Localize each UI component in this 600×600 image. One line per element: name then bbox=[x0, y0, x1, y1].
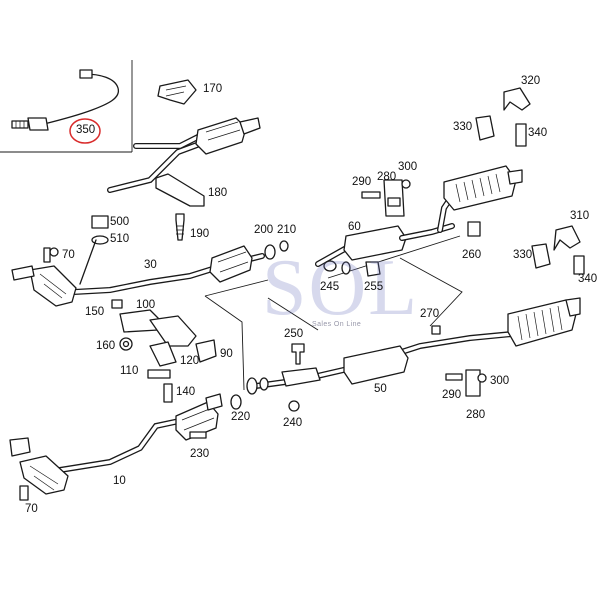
hanger-upper-320 bbox=[475, 87, 531, 147]
watermark-tagline: Sales On Line bbox=[312, 321, 362, 328]
callout-10: 10 bbox=[113, 475, 126, 487]
callout-510: 510 bbox=[110, 233, 130, 245]
callout-270: 270 bbox=[420, 308, 440, 320]
callout-200: 200 bbox=[254, 224, 274, 236]
mount-500-510 bbox=[91, 215, 109, 245]
callout-100: 100 bbox=[136, 299, 156, 311]
callout-220: 220 bbox=[231, 411, 251, 423]
callout-280-upper: 280 bbox=[377, 171, 397, 183]
highlight-ring-350 bbox=[69, 118, 101, 144]
flange-220-240-250 bbox=[230, 343, 305, 412]
callout-110: 110 bbox=[120, 365, 139, 377]
callout-250: 250 bbox=[284, 328, 304, 340]
clamp-200-210 bbox=[264, 240, 289, 260]
callout-290-upper: 290 bbox=[352, 176, 372, 188]
bracket-180 bbox=[155, 173, 205, 207]
callout-330-upper: 330 bbox=[453, 121, 473, 133]
bracket-assembly-90-160 bbox=[111, 299, 217, 403]
callout-140: 140 bbox=[176, 386, 196, 398]
callout-500: 500 bbox=[110, 216, 130, 228]
watermark-logo: SOL bbox=[262, 244, 420, 332]
callout-260: 260 bbox=[462, 249, 482, 261]
heat-shield-170 bbox=[157, 79, 197, 105]
center-muffler-60 bbox=[315, 223, 455, 277]
callout-230: 230 bbox=[190, 448, 210, 460]
callout-70-lower: 70 bbox=[25, 503, 38, 515]
callout-340-lower: 340 bbox=[578, 273, 598, 285]
callout-170: 170 bbox=[203, 83, 223, 95]
rear-pipe-50 bbox=[253, 297, 581, 397]
front-pipe-30 bbox=[11, 239, 265, 307]
callout-300-upper: 300 bbox=[398, 161, 418, 173]
callout-50: 50 bbox=[374, 383, 387, 395]
callout-240: 240 bbox=[283, 417, 303, 429]
callout-290-lower: 290 bbox=[442, 389, 462, 401]
callout-210: 210 bbox=[277, 224, 297, 236]
callout-350: 350 bbox=[76, 124, 96, 136]
callout-90: 90 bbox=[220, 348, 233, 360]
callout-160: 160 bbox=[96, 340, 116, 352]
callout-70-upper: 70 bbox=[62, 249, 75, 261]
sensor-inset-frame bbox=[0, 60, 133, 153]
callout-340-upper: 340 bbox=[528, 127, 548, 139]
callout-320: 320 bbox=[521, 75, 541, 87]
callout-280-lower: 280 bbox=[466, 409, 486, 421]
callout-190: 190 bbox=[190, 228, 210, 240]
callout-310: 310 bbox=[570, 210, 590, 222]
oxygen-sensor-350 bbox=[11, 69, 120, 131]
callout-255: 255 bbox=[364, 281, 384, 293]
callout-180: 180 bbox=[208, 187, 228, 199]
front-pipe-10 bbox=[9, 393, 223, 501]
bolt-190 bbox=[175, 213, 185, 241]
callout-30: 30 bbox=[144, 259, 157, 271]
callout-60: 60 bbox=[348, 221, 361, 233]
callout-300-lower: 300 bbox=[490, 375, 510, 387]
front-pipe-upper bbox=[107, 117, 261, 193]
callout-330-lower: 330 bbox=[513, 249, 533, 261]
rear-muffler-upper bbox=[361, 165, 523, 237]
callout-150: 150 bbox=[85, 306, 105, 318]
callout-120: 120 bbox=[180, 355, 200, 367]
callout-245: 245 bbox=[320, 281, 340, 293]
hanger-lower-310 bbox=[531, 225, 585, 275]
